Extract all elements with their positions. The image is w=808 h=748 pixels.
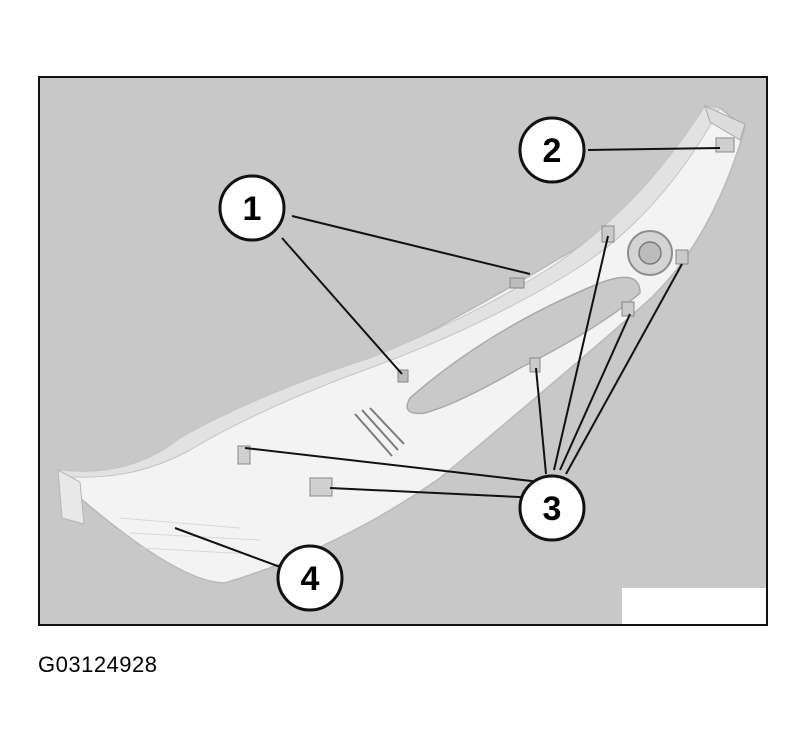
callout-4: 4 xyxy=(276,544,344,612)
surface-texture xyxy=(119,517,261,555)
callout-1-label: 1 xyxy=(243,190,262,228)
clip-f xyxy=(309,477,333,497)
callout-2: 2 xyxy=(518,116,586,184)
trim-panel-illustration: 1 2 3 4 xyxy=(57,105,746,612)
clip-lower xyxy=(397,369,409,383)
callout-1: 1 xyxy=(218,174,286,242)
leader-lines xyxy=(174,147,721,579)
right-end-tip xyxy=(704,105,746,141)
trim-panel-lip xyxy=(59,105,721,478)
clip-b xyxy=(621,301,635,317)
callout-3-label: 3 xyxy=(543,490,562,528)
clip-e xyxy=(237,445,251,465)
callout-2-label: 2 xyxy=(543,132,562,170)
panel-opening xyxy=(406,276,641,415)
clip-d xyxy=(529,357,541,373)
mount-tab xyxy=(715,137,735,153)
clip-upper xyxy=(509,277,525,289)
socket-hole xyxy=(638,241,662,265)
rib-detail xyxy=(354,407,405,457)
clip-c xyxy=(675,249,689,265)
blank-label-box xyxy=(622,588,766,624)
callout-3: 3 xyxy=(518,474,586,542)
clip-a xyxy=(601,225,615,243)
figure-code: G03124928 xyxy=(38,652,158,677)
diagram-figure: 1 2 3 4 xyxy=(38,76,768,626)
callout-4-label: 4 xyxy=(301,560,320,598)
left-end-tab xyxy=(57,469,85,525)
